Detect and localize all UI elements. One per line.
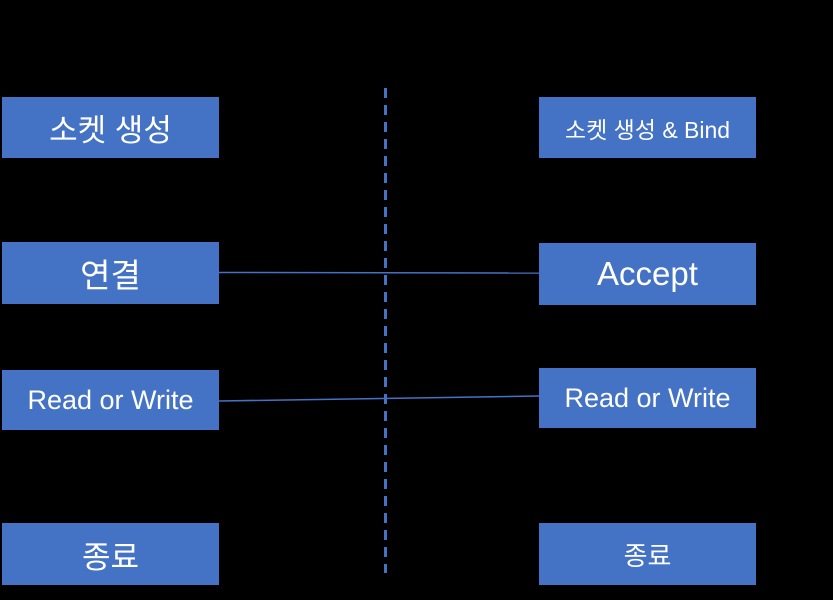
server-step-accept: Accept bbox=[539, 243, 756, 305]
client-step-close: 종료 bbox=[2, 523, 219, 585]
server-step-socket-create-bind: 소켓 생성 & Bind bbox=[539, 97, 756, 158]
read-write-connector-line bbox=[218, 395, 540, 402]
server-step-close: 종료 bbox=[539, 523, 756, 585]
client-step-read-or-write: Read or Write bbox=[2, 370, 219, 430]
connect-accept-connector-line bbox=[218, 271, 540, 274]
server-step-read-or-write: Read or Write bbox=[539, 368, 756, 428]
client-step-connect: 연결 bbox=[2, 242, 219, 304]
client-step-socket-create: 소켓 생성 bbox=[2, 97, 219, 158]
